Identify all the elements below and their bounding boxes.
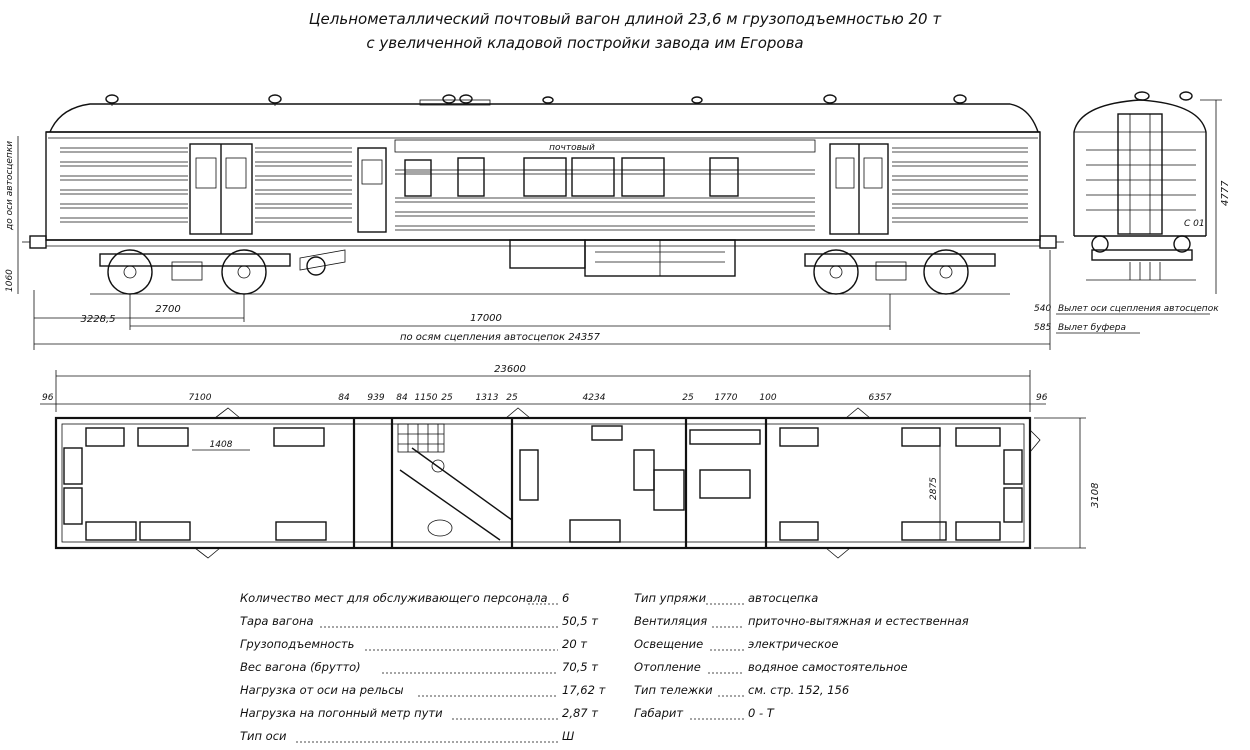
seg-939: 939 xyxy=(367,393,384,403)
inner-width-dim: 2875 xyxy=(929,477,939,500)
spec-right-value-1: приточно-вытяжная и естественная xyxy=(748,614,969,628)
seg-84-a: 84 xyxy=(338,393,350,403)
seg-100: 100 xyxy=(759,393,776,403)
note-585: 585 xyxy=(1034,323,1051,333)
seg-1150: 1150 xyxy=(415,393,438,403)
spec-right-value-4: см. стр. 152, 156 xyxy=(748,683,849,697)
spec-left-label-6: Тип оси xyxy=(240,729,287,743)
seg-6357: 6357 xyxy=(869,393,892,403)
spec-right-value-0: автосцепка xyxy=(748,591,818,605)
roof-outline xyxy=(49,103,1039,133)
spec-left-label-2: Грузоподъемность xyxy=(240,637,354,651)
door-swing-1 xyxy=(214,407,241,419)
seg-96-right: 96 xyxy=(1036,393,1048,403)
tiled-floor xyxy=(397,423,445,453)
toilet xyxy=(427,519,453,537)
dim-24357: по осям сцепления автосцепок 24357 xyxy=(400,332,601,343)
title-line-1: Цельнометаллический почтовый вагон длино… xyxy=(309,10,942,28)
spec-left-value-3: 70,5 т xyxy=(562,660,598,674)
seg-7100: 7100 xyxy=(189,393,212,403)
end-outline xyxy=(1073,99,1207,236)
coupler-axis-label: до оси автосцепки xyxy=(5,141,15,231)
side-door-left xyxy=(189,143,253,235)
end-view: С 01 4777 xyxy=(1073,91,1231,294)
spec-right-value-5: 0 - Т xyxy=(748,706,775,720)
spec-right-value-2: электрическое xyxy=(748,637,838,651)
plan-outline xyxy=(54,416,1032,550)
right-compartment-racks xyxy=(779,427,1023,541)
spec-left-value-1: 50,5 т xyxy=(562,614,598,628)
side-door-small xyxy=(357,147,387,233)
dim-17000: 17000 xyxy=(470,313,502,324)
specs-right: Тип упряжи автосцепка Вентиляция приточн… xyxy=(634,591,969,720)
spec-left-value-5: 2,87 т xyxy=(562,706,598,720)
dim-3228: 3228,5 xyxy=(81,314,116,325)
top-band xyxy=(394,139,816,153)
spec-left-label-0: Количество мест для обслуживающего персо… xyxy=(240,591,548,605)
note-540-text: Вылет оси сцепления автосцепок xyxy=(1058,304,1219,314)
side-ribs-right xyxy=(892,147,1028,223)
spec-right-value-3: водяное самостоятельное xyxy=(748,660,908,674)
seg-1770: 1770 xyxy=(715,393,738,403)
washbasin xyxy=(431,459,445,473)
spec-left-label-3: Вес вагона (брутто) xyxy=(240,660,361,674)
office-furniture xyxy=(519,425,761,543)
left-compartment-racks xyxy=(63,427,327,541)
spec-left-value-4: 17,62 т xyxy=(562,683,606,697)
seat-dim: 1408 xyxy=(210,440,233,450)
brake-gear xyxy=(299,249,346,276)
spec-left-value-6: Ш xyxy=(562,729,574,743)
coupler-height-dim: 1060 xyxy=(5,269,15,292)
side-ribs-left xyxy=(60,147,352,223)
seg-96-left: 96 xyxy=(42,393,54,403)
specs-left: Количество мест для обслуживающего персо… xyxy=(240,591,606,743)
end-car-mark: С 01 xyxy=(1184,219,1205,229)
couplers xyxy=(22,235,1064,249)
door-swing-6 xyxy=(1029,429,1041,453)
seg-4234: 4234 xyxy=(583,393,606,403)
seg-1313: 1313 xyxy=(476,393,499,403)
seg-25-a: 25 xyxy=(441,393,453,403)
underframe-boxes xyxy=(509,239,736,277)
spec-right-label-0: Тип упряжи xyxy=(634,591,707,605)
spec-left-label-4: Нагрузка от оси на рельсы xyxy=(240,683,404,697)
door-swing-3 xyxy=(505,407,531,419)
plan-view: 23600 96 7100 84 939 84 1150 25 1313 25 … xyxy=(40,364,1101,559)
seg-25-c: 25 xyxy=(682,393,694,403)
door-swing-5 xyxy=(825,547,851,559)
side-view: почтовый xyxy=(22,94,1064,295)
plan-overall-dim: 23600 xyxy=(494,364,526,375)
seg-25-b: 25 xyxy=(506,393,518,403)
side-windows xyxy=(404,157,739,197)
title-line-2: с увеличенной кладовой постройки завода … xyxy=(366,34,803,52)
spec-right-label-3: Отопление xyxy=(634,660,701,674)
spec-left-value-0: 6 xyxy=(562,591,569,605)
spec-left-label-1: Тара вагона xyxy=(240,614,314,628)
seg-84-b: 84 xyxy=(396,393,408,403)
spec-right-label-1: Вентиляция xyxy=(634,614,707,628)
note-585-text: Вылет буфера xyxy=(1058,323,1126,333)
door-swing-2 xyxy=(194,547,221,559)
side-door-right xyxy=(829,143,889,235)
diagonal-wall xyxy=(411,447,513,521)
roof-vents xyxy=(105,94,967,106)
mail-sign: почтовый xyxy=(549,143,595,153)
spec-right-label-5: Габарит xyxy=(634,706,683,720)
plan-width-dim: 3108 xyxy=(1090,483,1101,508)
dim-2700: 2700 xyxy=(155,304,180,315)
bogie-left xyxy=(99,249,291,295)
note-540: 540 xyxy=(1034,304,1051,314)
spec-left-label-5: Нагрузка на погонный метр пути xyxy=(240,706,443,720)
spec-right-label-4: Тип тележки xyxy=(634,683,713,697)
side-dimensions: 3228,5 2700 17000 по осям сцепления авто… xyxy=(33,250,1219,350)
end-ladder xyxy=(1117,113,1163,235)
spec-right-label-2: Освещение xyxy=(634,637,703,651)
door-swing-4 xyxy=(845,407,871,419)
bogie-right xyxy=(804,249,996,295)
car-body xyxy=(45,131,1041,241)
spec-left-value-2: 20 т xyxy=(562,637,587,651)
end-height-dim: 4777 xyxy=(1220,180,1231,206)
